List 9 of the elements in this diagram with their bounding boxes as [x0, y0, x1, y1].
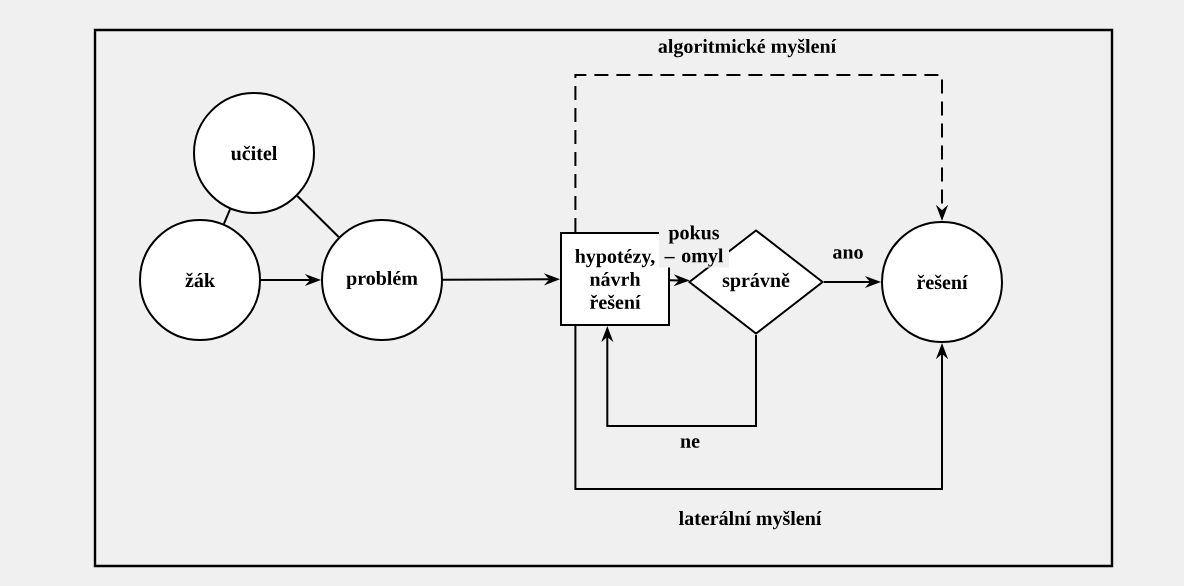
edge-label: laterální myšlení	[676, 508, 824, 532]
circle-node: žák	[139, 219, 261, 341]
edge-label: ano	[830, 247, 866, 261]
edge-label: ne	[678, 436, 702, 450]
edge-label: algoritmické myšlení	[655, 36, 839, 60]
circle-node: problém	[321, 219, 443, 341]
circle-node: řešení	[881, 221, 1003, 343]
arrow	[574, 74, 949, 233]
circle-node: učitel	[193, 92, 315, 214]
